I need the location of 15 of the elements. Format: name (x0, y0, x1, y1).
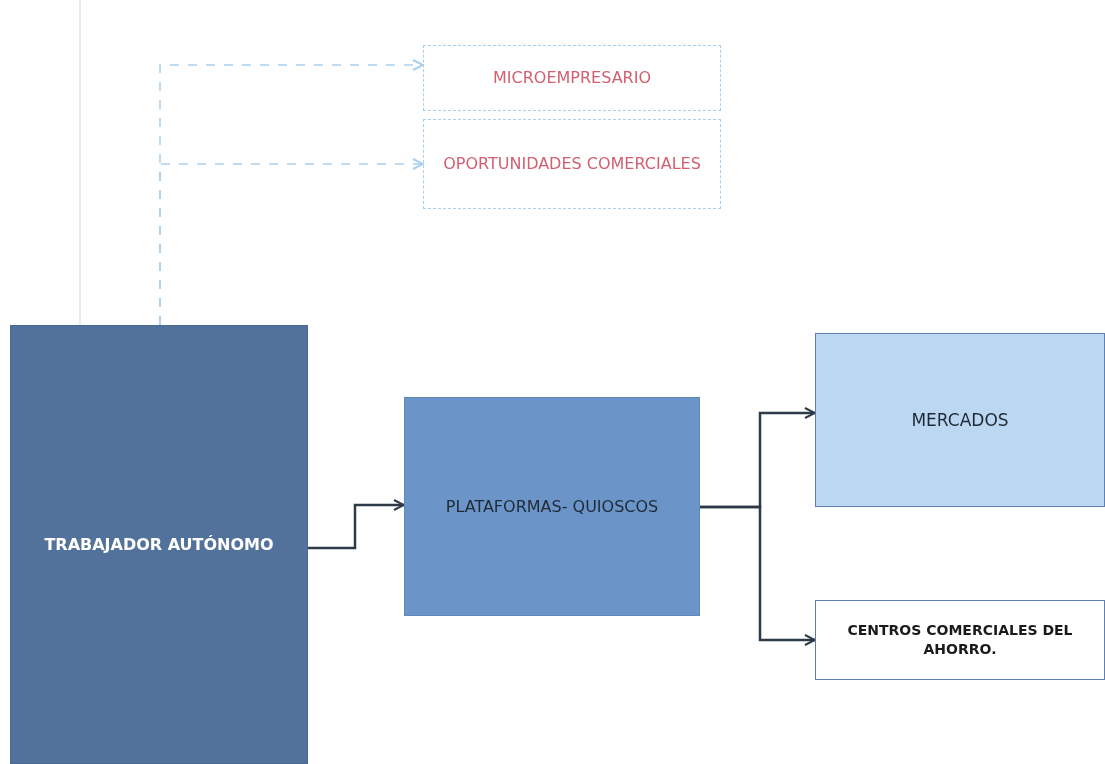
arrow (700, 505, 816, 646)
process-box (10, 325, 308, 764)
box-label: CENTROS COMERCIALES DEL AHORRO. (846, 621, 1074, 659)
process-box (423, 119, 721, 209)
process-box (404, 397, 700, 616)
box-label: TRABAJADOR AUTÓNOMO (44, 533, 274, 556)
box-label: MERCADOS (911, 408, 1009, 432)
box-label: OPORTUNIDADES COMERCIALES (443, 153, 701, 175)
box-label: MICROEMPRESARIO (493, 67, 651, 89)
process-box (815, 333, 1105, 507)
arrow (159, 158, 424, 326)
box-label: PLATAFORMAS- QUIOSCOS (445, 495, 659, 518)
process-box (815, 600, 1105, 680)
arrow (308, 499, 405, 550)
process-box (423, 45, 721, 111)
